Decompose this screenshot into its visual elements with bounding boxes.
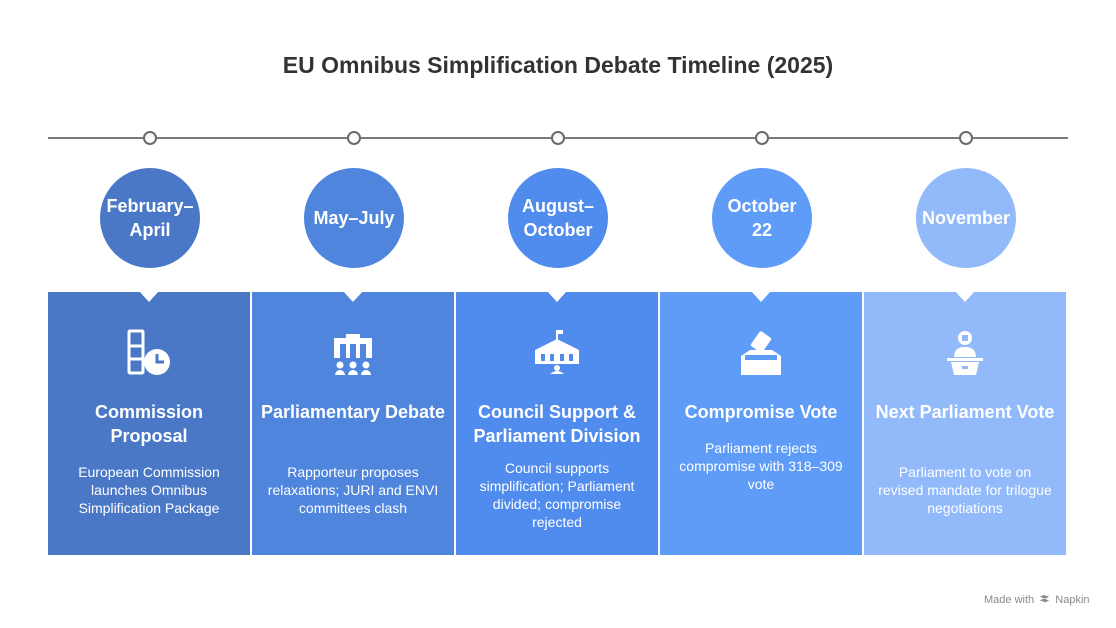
- step-description: Parliament to vote on revised mandate fo…: [878, 464, 1052, 516]
- step-title: Commission Proposal: [94, 402, 204, 446]
- timeline-panel: Next Parliament Vote Parliament to vote …: [864, 291, 1066, 555]
- panel-notch: [343, 291, 363, 302]
- timeline-dot: [959, 131, 973, 145]
- date-circle: May–July: [304, 168, 404, 268]
- step-description: Council supports simplification; Parliam…: [479, 460, 635, 530]
- date-label: August– October: [522, 196, 594, 240]
- panel-notch: [955, 291, 975, 302]
- page-title: EU Omnibus Simplification Debate Timelin…: [282, 52, 834, 78]
- speaker-podium-icon: [947, 331, 983, 375]
- panel-notch: [547, 291, 567, 302]
- step-title: Council Support & Parliament Division: [473, 402, 641, 446]
- date-label: October 22: [727, 196, 797, 240]
- step-title: Parliamentary Debate: [260, 402, 446, 422]
- timeline-panel: Commission Proposal European Commission …: [48, 291, 250, 555]
- date-circle: February– April: [100, 168, 200, 268]
- step-description: Rapporteur proposes relaxations; JURI an…: [267, 464, 439, 516]
- panel-notch: [139, 291, 159, 302]
- footer-credit: Made with Napkin: [984, 594, 1090, 606]
- timeline-dot: [143, 131, 157, 145]
- date-label: May–July: [313, 208, 395, 228]
- step-title: Compromise Vote: [684, 402, 838, 422]
- ballot-box-icon: [741, 331, 781, 375]
- council-building-icon: [535, 330, 579, 374]
- timeline-panel: Council Support & Parliament Division Co…: [456, 291, 658, 555]
- date-circle: August– October: [508, 168, 608, 268]
- timeline-dot: [551, 131, 565, 145]
- date-circle: October 22: [712, 168, 812, 268]
- made-with-label: Made with: [984, 594, 1035, 606]
- date-label: November: [921, 208, 1011, 228]
- timeline-panel: Compromise Vote Parliament rejects compr…: [660, 291, 862, 555]
- timeline-dot: [347, 131, 361, 145]
- step-description: Parliament rejects compromise with 318–3…: [679, 440, 843, 492]
- date-label: February– April: [106, 196, 194, 240]
- parliament-debate-icon: [334, 334, 372, 375]
- brand-label: Napkin: [1055, 594, 1090, 606]
- step-description: European Commission launches Omnibus Sim…: [78, 464, 220, 516]
- napkin-logo-icon: [1040, 594, 1050, 603]
- document-clock-icon: [127, 329, 170, 375]
- panel-notch: [751, 291, 771, 302]
- step-title: Next Parliament Vote: [875, 402, 1055, 422]
- date-circle: November: [916, 168, 1016, 268]
- timeline-dot: [755, 131, 769, 145]
- timeline-panel: Parliamentary Debate Rapporteur proposes…: [252, 291, 454, 555]
